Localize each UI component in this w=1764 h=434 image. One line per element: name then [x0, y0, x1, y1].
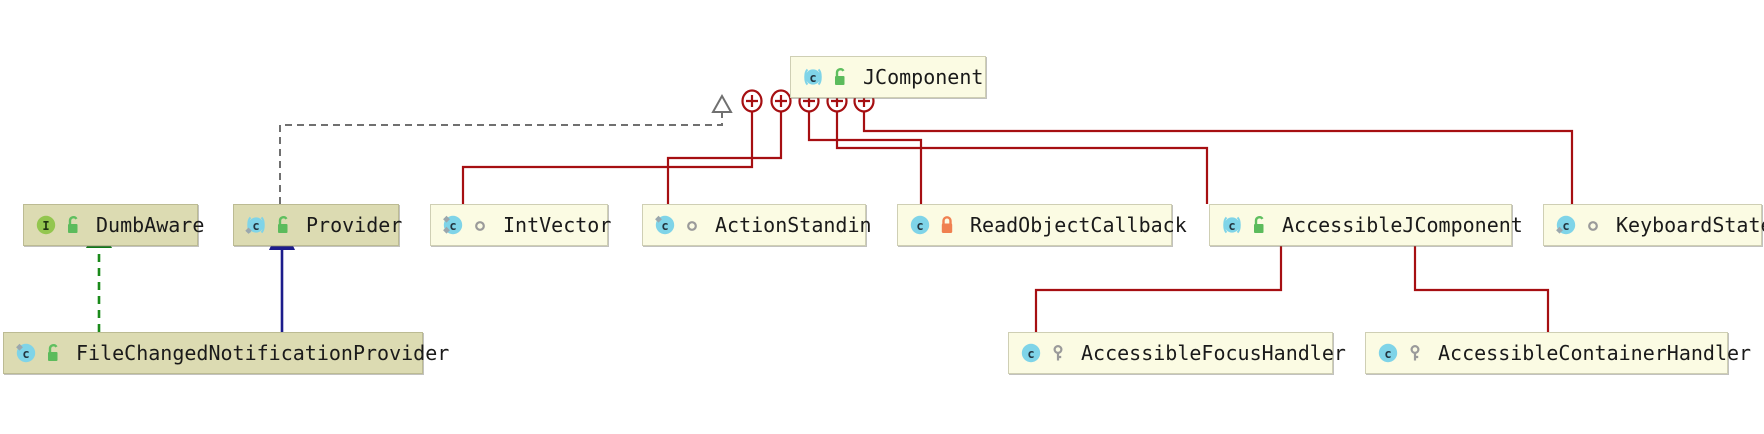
hollow-arrow-icon — [711, 93, 733, 113]
svg-text:c: c — [1562, 219, 1569, 233]
node-label: ReadObjectCallback — [970, 213, 1187, 237]
class-node-accessiblefocushandler[interactable]: c AccessibleFocusHandler — [1008, 332, 1346, 374]
node-label: DumbAware — [96, 213, 205, 237]
node-label: AccessibleFocusHandler — [1081, 341, 1346, 365]
edge-provider-to-jcomponent — [279, 93, 733, 204]
unlock-public-icon — [273, 214, 293, 236]
package-private-icon — [470, 214, 490, 236]
node-icons: c — [13, 340, 63, 366]
node-label: IntVector — [503, 213, 612, 237]
static-class-icon: c — [13, 340, 39, 366]
class-node-accessiblecontainerhandler[interactable]: c AccessibleContainerHandler — [1365, 332, 1751, 374]
node-icons: I — [33, 212, 83, 238]
svg-text:c: c — [449, 219, 456, 233]
svg-text:c: c — [22, 347, 29, 361]
unlock-public-icon — [43, 342, 63, 364]
abstract-static-class-icon: c — [243, 212, 269, 238]
class-node-provider[interactable]: c Provider — [233, 204, 403, 246]
plus-circle-icon — [741, 89, 763, 113]
node-label: FileChangedNotificationProvider — [76, 341, 450, 365]
class-node-keyboardstate[interactable]: c KeyboardState — [1543, 204, 1764, 246]
unlock-public-icon — [830, 66, 850, 88]
interface-icon: I — [33, 212, 59, 238]
svg-text:c: c — [1027, 347, 1034, 361]
svg-text:c: c — [661, 219, 668, 233]
class-icon: c — [1018, 340, 1044, 366]
node-label: KeyboardState — [1616, 213, 1764, 237]
node-label: Provider — [306, 213, 403, 237]
abstract-class-icon: c — [1219, 212, 1245, 238]
unlock-public-icon — [1249, 214, 1269, 236]
static-class-icon: c — [440, 212, 466, 238]
node-icons: c — [800, 64, 850, 90]
class-node-accessiblejcomponent[interactable]: c AccessibleJComponent — [1209, 204, 1523, 246]
class-node-dumbaware[interactable]: I DumbAware — [23, 204, 204, 246]
package-private-icon — [1583, 214, 1603, 236]
node-icons: c — [1375, 340, 1425, 366]
class-node-actionstandin[interactable]: c ActionStandin — [642, 204, 872, 246]
node-label: AccessibleJComponent — [1282, 213, 1523, 237]
class-node-intvector[interactable]: c IntVector — [430, 204, 612, 246]
node-icons: c — [1018, 340, 1068, 366]
svg-text:c: c — [916, 219, 923, 233]
static-class-icon: c — [652, 212, 678, 238]
node-icons: c — [1219, 212, 1269, 238]
package-private-icon — [682, 214, 702, 236]
static-class-icon: c — [1553, 212, 1579, 238]
node-label: JComponent — [863, 65, 984, 89]
nested-edges-from-accessiblejcomponent — [1034, 239, 1550, 332]
class-node-filechangednotificationprovider[interactable]: c FileChangedNotificationProvider — [3, 332, 449, 374]
svg-text:I: I — [42, 219, 49, 233]
unlock-public-icon — [63, 214, 83, 236]
node-label: ActionStandin — [715, 213, 872, 237]
svg-text:c: c — [809, 71, 816, 85]
key-protected-icon — [1048, 342, 1068, 364]
node-label: AccessibleContainerHandler — [1438, 341, 1752, 365]
nested-edges-from-jcomponent — [461, 110, 1574, 204]
node-icons: c — [652, 212, 702, 238]
class-node-readobjectcallback[interactable]: c ReadObjectCallback — [897, 204, 1187, 246]
node-icons: c — [243, 212, 293, 238]
node-icons: c — [440, 212, 490, 238]
svg-text:c: c — [1228, 219, 1235, 233]
class-node-jcomponent[interactable]: c JComponent — [790, 56, 986, 98]
plus-circle-icon — [770, 89, 792, 113]
node-icons: c — [907, 212, 957, 238]
class-icon: c — [1375, 340, 1401, 366]
svg-text:c: c — [252, 219, 259, 233]
node-icons: c — [1553, 212, 1603, 238]
lock-private-icon — [937, 214, 957, 236]
key-protected-icon — [1405, 342, 1425, 364]
svg-text:c: c — [1384, 347, 1391, 361]
abstract-class-icon: c — [800, 64, 826, 90]
class-icon: c — [907, 212, 933, 238]
